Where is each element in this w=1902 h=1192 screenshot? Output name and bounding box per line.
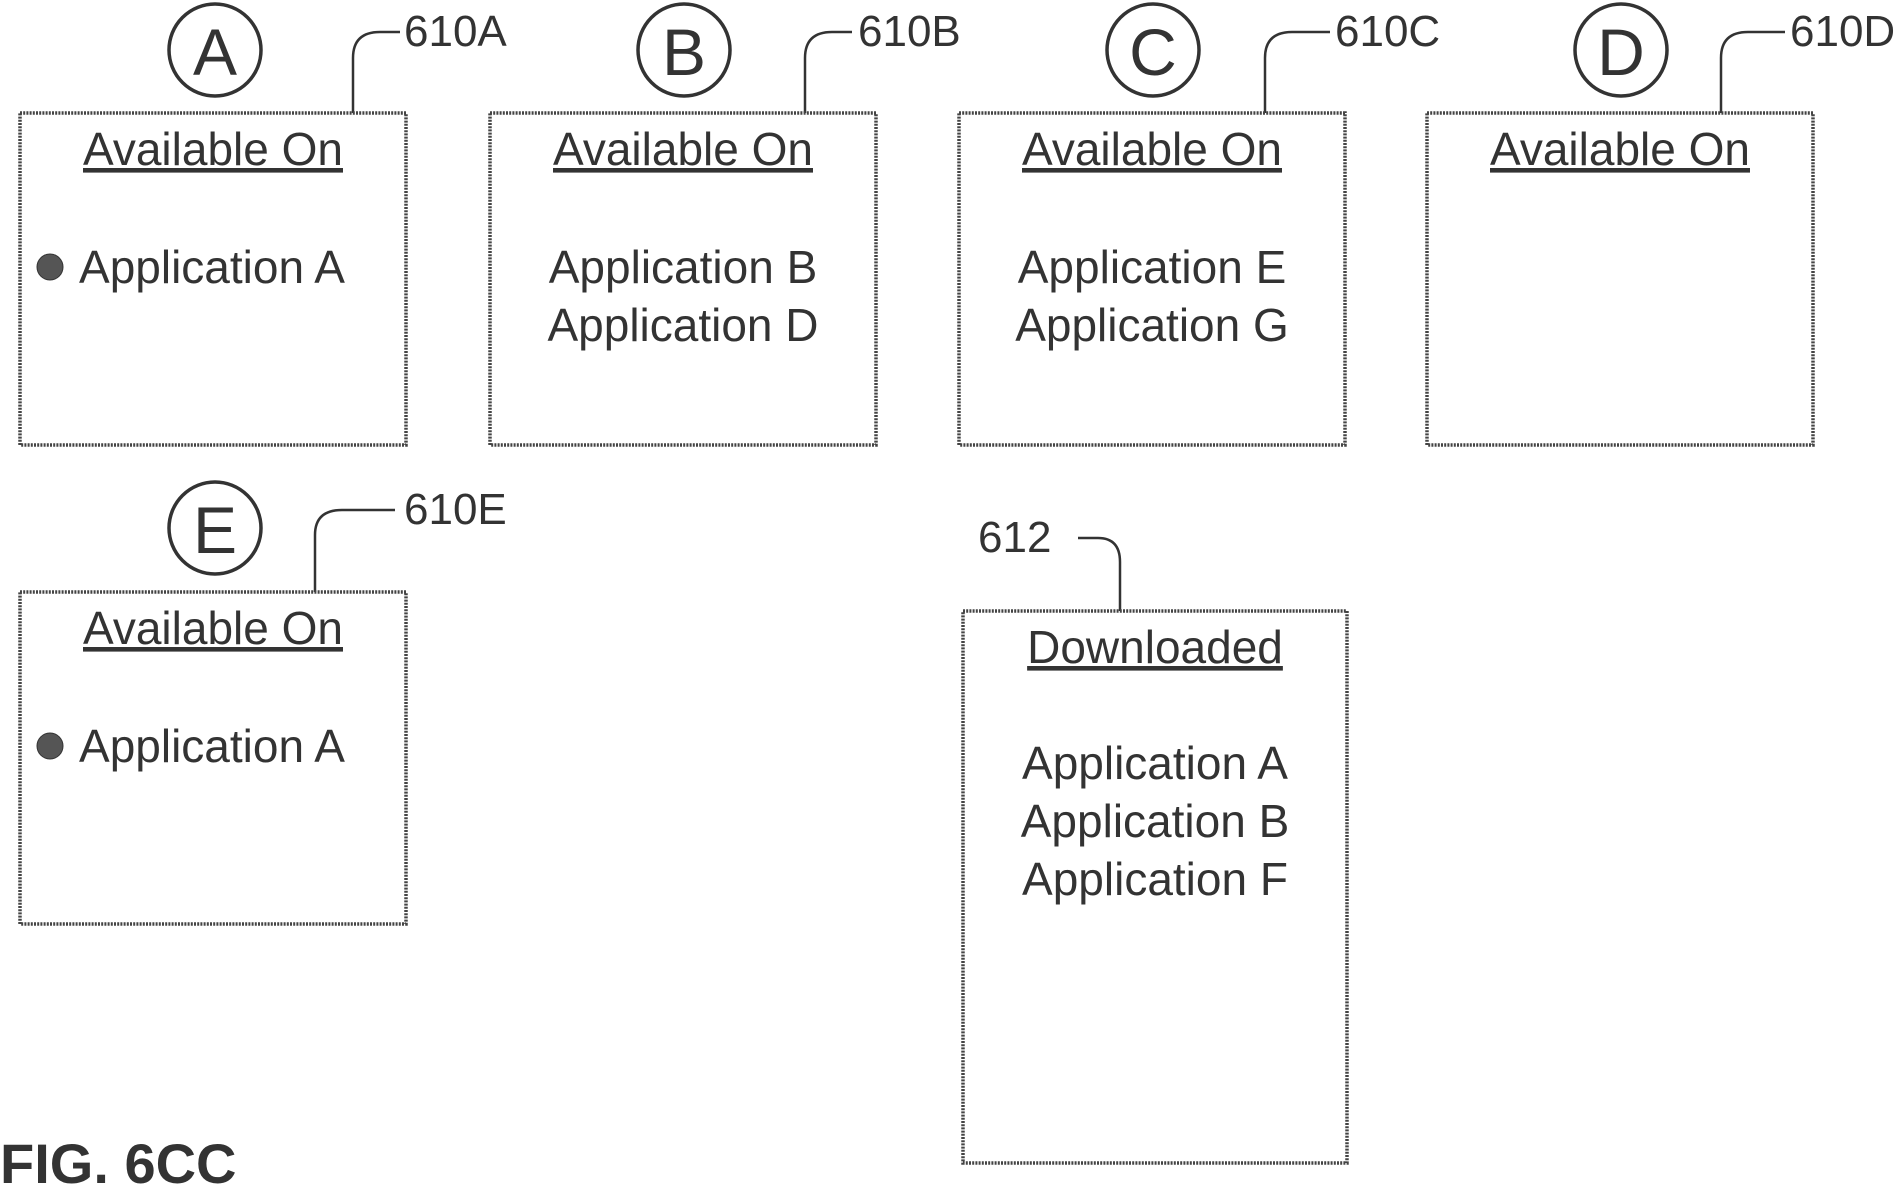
leader-line-downloaded — [1078, 538, 1120, 611]
application-item[interactable]: Application B — [549, 241, 818, 293]
panel-heading-d: Available On — [1490, 123, 1750, 175]
application-item-selected[interactable]: Application A — [79, 720, 345, 772]
figure-label: FIG. 6CC — [0, 1132, 236, 1187]
reference-numeral-b: 610B — [858, 7, 961, 56]
device-letter-a: A — [193, 15, 237, 89]
downloaded-application-item[interactable]: Application B — [1021, 795, 1290, 847]
leader-line-a — [353, 32, 400, 113]
reference-numeral-e: 610E — [404, 485, 507, 534]
leader-line-c — [1265, 32, 1330, 113]
device-letter-c: C — [1129, 15, 1177, 89]
panel-heading-e: Available On — [83, 602, 343, 654]
reference-numeral-a: 610A — [404, 7, 507, 56]
downloaded-application-item[interactable]: Application F — [1022, 853, 1288, 905]
panel-heading-c: Available On — [1022, 123, 1282, 175]
reference-numeral-downloaded: 612 — [978, 513, 1051, 562]
leader-line-d — [1721, 32, 1785, 113]
application-item[interactable]: Application E — [1018, 241, 1287, 293]
downloaded-heading: Downloaded — [1027, 621, 1283, 673]
leader-line-b — [805, 32, 852, 113]
application-item[interactable]: Application D — [547, 299, 818, 351]
device-letter-e: E — [193, 493, 237, 567]
device-letter-b: B — [662, 15, 706, 89]
application-item[interactable]: Application G — [1015, 299, 1289, 351]
leader-line-e — [315, 510, 395, 592]
panel-heading-b: Available On — [553, 123, 813, 175]
application-item-selected[interactable]: Application A — [79, 241, 345, 293]
selected-indicator-dot — [37, 733, 63, 759]
selected-indicator-dot — [37, 254, 63, 280]
downloaded-application-item[interactable]: Application A — [1022, 737, 1288, 789]
reference-numeral-d: 610D — [1790, 7, 1895, 56]
reference-numeral-c: 610C — [1335, 7, 1440, 56]
device-letter-d: D — [1597, 15, 1645, 89]
panel-heading-a: Available On — [83, 123, 343, 175]
